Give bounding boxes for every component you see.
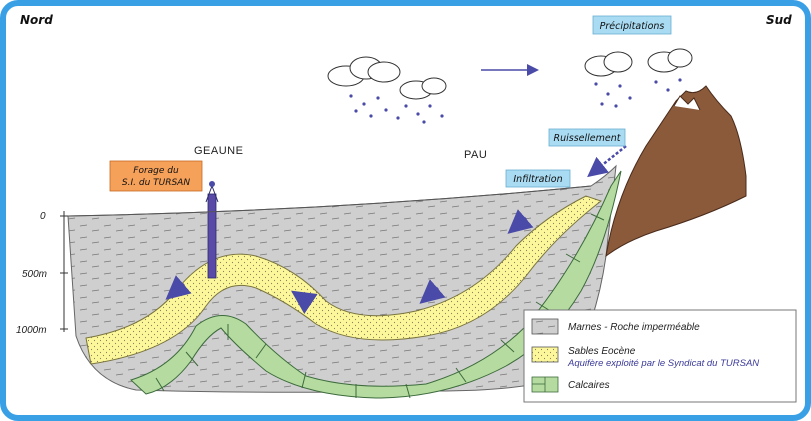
legend-sables: Sables Eocène [568,346,636,357]
runoff-arrow [587,145,627,178]
depth-0: 0 [40,211,46,222]
rain [349,78,682,124]
forage-callout: Forage du S.I. du TURSAN [109,160,203,192]
infiltration-callout: Infiltration [505,169,571,188]
depth-500: 500m [22,269,47,280]
legend: Marnes - Roche imperméable Sables Eocène… [523,309,797,403]
flow-arrows [165,209,534,314]
depth-scale: 0 500m 1000m [16,211,68,336]
cloud-group-right [584,48,693,77]
south-label: Sud [766,13,792,27]
legend-swatch-sables [531,346,559,363]
precipitations-label: Précipitations [600,21,665,32]
place-geaune: GEAUNE [194,145,243,157]
legend-marnes: Marnes - Roche imperméable [568,322,700,333]
geology-cross-section: 0 500m 1000m Nord Sud GEAUNE PAU Forage … [16,13,797,403]
legend-calcaires: Calcaires [568,380,610,391]
legend-swatch-marnes [531,318,559,335]
ruissellement-label: Ruissellement [554,133,622,144]
ground-surface [67,185,592,217]
infiltration-label: Infiltration [513,174,562,185]
north-label: Nord [20,13,53,27]
forage-line2: S.I. du TURSAN [122,178,190,188]
forage-line1: Forage du [133,166,179,176]
depth-1000: 1000m [16,325,47,336]
calcaires-layer [130,170,622,399]
mountain [605,85,747,258]
cloud-group-left [327,56,447,100]
forage-well [205,181,219,279]
place-pau: PAU [464,149,487,161]
legend-sables-sub: Aquifère exploité par le Syndicat du TUR… [567,358,759,369]
precipitations-callout: Précipitations [592,15,672,35]
snow-cap [673,95,701,111]
ruissellement-callout: Ruissellement [548,128,626,147]
